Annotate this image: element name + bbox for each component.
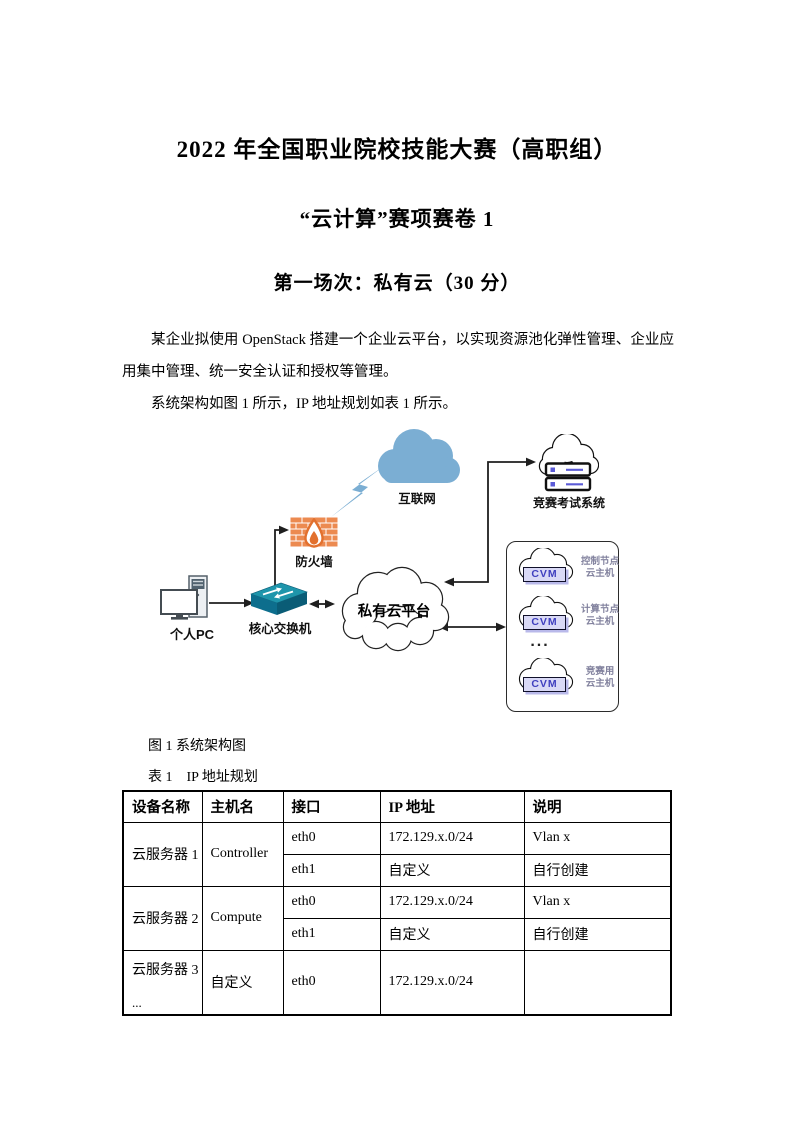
- node-label-compute: 计算节点 云主机: [580, 604, 619, 627]
- table-header-row: 设备名称 主机名 接口 IP 地址 说明: [122, 790, 672, 823]
- cell-device: 云服务器 3 ...: [122, 949, 203, 1016]
- table-row: 云服务器 1 Controller eth0 172.129.x.0/24 Vl…: [122, 821, 672, 887]
- cell-iface: eth0: [282, 949, 381, 1016]
- table-row: 云服务器 3 ... 自定义 eth0 172.129.x.0/24: [122, 949, 672, 1016]
- cell-device: 云服务器 1: [122, 821, 203, 887]
- exam-system-label: 竞赛考试系统: [532, 496, 605, 510]
- cell-ip: 自定义: [379, 917, 525, 951]
- col-ip: IP 地址: [379, 790, 525, 823]
- cell-hostname: 自定义: [201, 949, 284, 1016]
- cell-iface: eth0: [282, 821, 381, 855]
- cvm-badge: CVM: [523, 677, 566, 692]
- pc-label: 个人PC: [169, 627, 215, 642]
- cell-note: Vlan x: [523, 821, 672, 855]
- internet-label: 互联网: [398, 492, 436, 506]
- private-cloud-label: 私有云平台: [357, 604, 431, 620]
- cell-note: [523, 949, 672, 1016]
- pc-icon: [160, 575, 208, 620]
- cell-hostname: Controller: [201, 821, 284, 887]
- table-row: 云服务器 2 Compute eth0 172.129.x.0/24 Vlan …: [122, 885, 672, 951]
- table-row: eth1 自定义 自行创建: [123, 853, 672, 887]
- switch-label: 核心交换机: [248, 622, 312, 636]
- paragraph-reference: 系统架构如图 1 所示，IP 地址规划如表 1 所示。: [151, 396, 457, 412]
- col-note: 说明: [523, 790, 672, 823]
- internet-cloud-icon: [378, 429, 460, 483]
- switch-icon: [250, 582, 308, 615]
- ellipsis-dots: ...: [530, 633, 550, 650]
- cell-hostname: Compute: [201, 885, 284, 951]
- cvm-badge: CVM: [523, 567, 566, 582]
- cvm-badge: CVM: [523, 615, 566, 630]
- col-hostname: 主机名: [201, 790, 284, 823]
- figure-caption: 图 1 系统架构图: [148, 739, 246, 754]
- cell-iface: eth1: [282, 917, 381, 951]
- cell-note: 自行创建: [523, 853, 672, 887]
- col-iface: 接口: [282, 790, 381, 823]
- cell-iface: eth1: [282, 853, 381, 887]
- ip-plan-table: 设备名称 主机名 接口 IP 地址 说明 云服务器 1 Controller e…: [122, 790, 672, 1016]
- sub-title: “云计算”赛项赛卷 1: [299, 207, 495, 231]
- table-row: eth1 自定义 自行创建: [123, 917, 672, 951]
- exam-system-icon: [538, 434, 599, 492]
- table-caption: 表 1 IP 地址规划: [148, 770, 258, 785]
- node-label-control: 控制节点 云主机: [580, 556, 619, 579]
- cell-note: Vlan x: [523, 885, 672, 919]
- cvm-cloud-compute: CVM: [513, 594, 577, 636]
- cell-note: 自行创建: [523, 917, 672, 951]
- cell-ip: 自定义: [379, 853, 525, 887]
- cell-iface: eth0: [282, 885, 381, 919]
- cell-ip: 172.129.x.0/24: [379, 821, 525, 855]
- firewall-label: 防火墙: [295, 555, 333, 569]
- cvm-cloud-control: CVM: [513, 546, 577, 588]
- firewall-icon: [290, 517, 338, 548]
- section-title: 第一场次：私有云（30 分）: [273, 273, 521, 294]
- cell-device: 云服务器 2: [122, 885, 203, 951]
- cell-ip: 172.129.x.0/24: [379, 949, 525, 1016]
- col-device: 设备名称: [122, 790, 203, 823]
- architecture-diagram: 个人PC 核心交换机 防火墙: [122, 420, 682, 720]
- node-label-contest: 竞赛用 云主机: [585, 666, 615, 689]
- cell-ip: 172.129.x.0/24: [379, 885, 525, 919]
- cvm-cloud-contest: CVM: [513, 656, 577, 698]
- main-title: 2022 年全国职业院校技能大赛（高职组）: [176, 137, 618, 162]
- private-cloud-icon: [341, 566, 450, 652]
- paragraph-intro: 某企业拟使用 OpenStack 搭建一个企业云平台，以实现资源池化弹性管理、企…: [122, 332, 674, 380]
